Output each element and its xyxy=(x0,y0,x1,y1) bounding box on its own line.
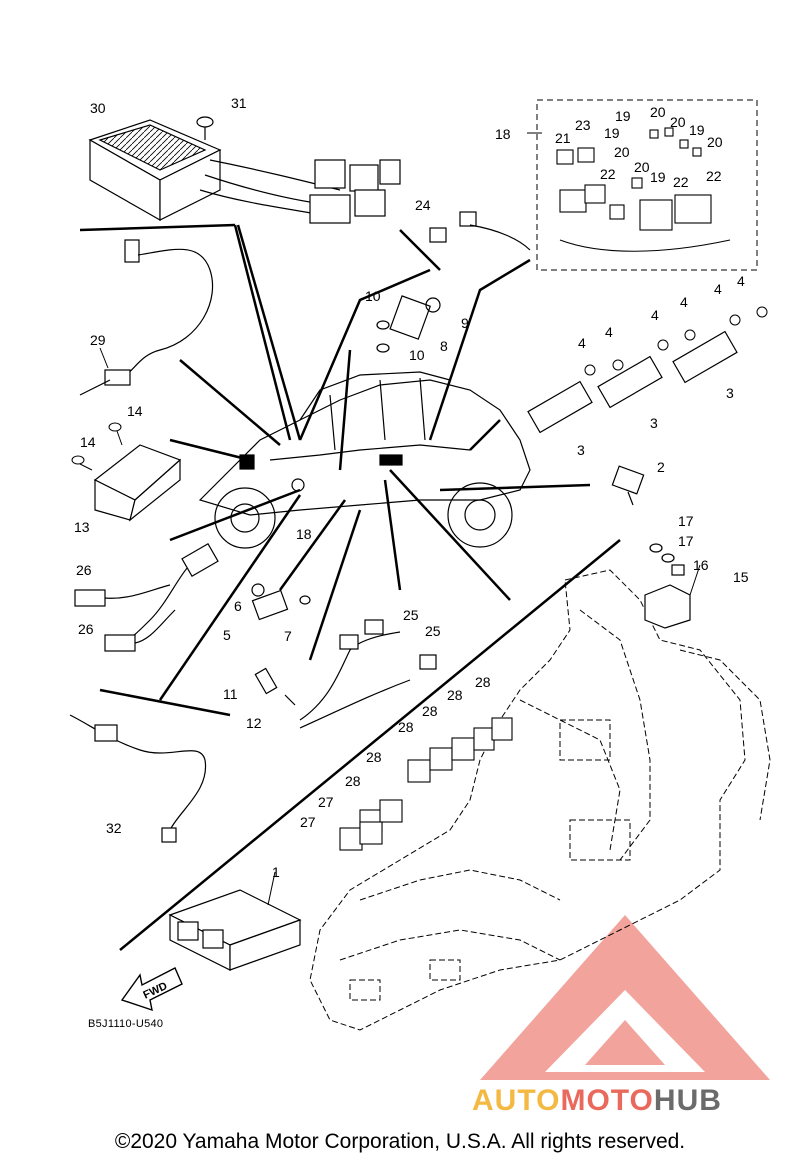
callout-20: 20 xyxy=(707,134,723,150)
callout-18: 18 xyxy=(296,526,312,542)
callout-2: 2 xyxy=(657,459,665,475)
callout-30: 30 xyxy=(90,100,106,116)
part-15-relay xyxy=(644,543,691,629)
callout-leaders xyxy=(99,132,701,906)
part-28-relays xyxy=(359,717,513,833)
callout-14: 14 xyxy=(80,434,96,450)
callout-5: 5 xyxy=(223,627,231,643)
part-25-harness xyxy=(299,619,437,729)
callout-3: 3 xyxy=(650,415,658,431)
inset-box xyxy=(536,99,758,271)
part-30-ecu xyxy=(88,119,401,224)
part-27-relays xyxy=(339,821,383,851)
callout-19: 19 xyxy=(615,108,631,124)
callout-22: 22 xyxy=(600,166,616,182)
part-26-harness xyxy=(74,543,219,652)
part-32-cable xyxy=(69,714,207,843)
callout-17: 17 xyxy=(678,513,694,529)
watermark-part2: MOTO xyxy=(560,1084,654,1117)
part-3-injectors xyxy=(527,330,738,434)
part-29-sensor xyxy=(79,239,214,396)
callout-4: 4 xyxy=(714,281,722,297)
callout-12: 12 xyxy=(246,715,262,731)
callout-21: 21 xyxy=(555,130,571,146)
callout-4: 4 xyxy=(578,335,586,351)
leader-lines xyxy=(79,223,621,951)
callout-28: 28 xyxy=(475,674,491,690)
watermark-brand: AUTOMOTOHUB xyxy=(472,1084,722,1118)
part-11-switch xyxy=(254,667,296,706)
part-4-screws xyxy=(584,306,768,376)
watermark-logo xyxy=(480,915,770,1080)
callout-14: 14 xyxy=(127,403,143,419)
callout-19: 19 xyxy=(604,125,620,141)
diagram-code: B5J1110-U540 xyxy=(88,1018,163,1030)
callout-10: 10 xyxy=(365,288,381,304)
callout-17: 17 xyxy=(678,533,694,549)
callout-20: 20 xyxy=(670,114,686,130)
part-18-relay-assembly xyxy=(556,127,731,252)
callout-24: 24 xyxy=(415,197,431,213)
part-24-connector xyxy=(429,211,531,251)
callout-28: 28 xyxy=(422,703,438,719)
callout-19: 19 xyxy=(689,122,705,138)
watermark-part1: AUTO xyxy=(472,1084,561,1117)
callout-10: 10 xyxy=(409,347,425,363)
fwd-arrow-icon xyxy=(120,967,183,1012)
callout-26: 26 xyxy=(78,621,94,637)
part-14-bolts xyxy=(71,422,123,471)
callout-15: 15 xyxy=(733,569,749,585)
callout-7: 7 xyxy=(284,628,292,644)
part-31-bolt xyxy=(196,116,214,140)
part-1-control-unit xyxy=(168,889,302,971)
callout-3: 3 xyxy=(726,385,734,401)
callout-28: 28 xyxy=(366,749,382,765)
callout-25: 25 xyxy=(425,623,441,639)
callout-28: 28 xyxy=(398,719,414,735)
callout-27: 27 xyxy=(300,814,316,830)
chassis-frame xyxy=(309,569,771,1031)
callout-28: 28 xyxy=(447,687,463,703)
callout-25: 25 xyxy=(403,607,419,623)
callout-13: 13 xyxy=(74,519,90,535)
part-2-sensor xyxy=(611,465,645,506)
callout-8: 8 xyxy=(440,338,448,354)
callout-4: 4 xyxy=(680,294,688,310)
copyright-notice: ©2020 Yamaha Motor Corporation, U.S.A. A… xyxy=(114,1130,686,1153)
callout-26: 26 xyxy=(76,562,92,578)
callout-labels: 1 2 3 3 3 4 4 4 4 4 4 5 6 7 8 9 10 10 11… xyxy=(74,95,749,880)
callout-28: 28 xyxy=(345,773,361,789)
callout-23: 23 xyxy=(575,117,591,133)
callout-22: 22 xyxy=(706,168,722,184)
callout-19: 19 xyxy=(650,169,666,185)
part-8-bracket xyxy=(376,295,441,353)
callout-22: 22 xyxy=(673,174,689,190)
callout-4: 4 xyxy=(605,324,613,340)
callout-3: 3 xyxy=(577,442,585,458)
callout-16: 16 xyxy=(693,557,709,573)
part-5-sensor xyxy=(251,583,311,621)
part-13-module xyxy=(93,444,182,522)
callout-9: 9 xyxy=(461,315,469,331)
callout-20: 20 xyxy=(634,159,650,175)
callout-11: 11 xyxy=(223,686,238,702)
callout-20: 20 xyxy=(650,104,666,120)
callout-27: 27 xyxy=(318,794,334,810)
callout-18: 18 xyxy=(495,126,511,142)
callout-1: 1 xyxy=(272,864,280,880)
callout-4: 4 xyxy=(737,273,745,289)
callout-6: 6 xyxy=(234,598,242,614)
callout-32: 32 xyxy=(106,820,122,836)
callout-20: 20 xyxy=(614,144,630,160)
callout-29: 29 xyxy=(90,332,106,348)
callout-31: 31 xyxy=(231,95,247,111)
watermark-part3: HUB xyxy=(653,1084,722,1117)
callout-4: 4 xyxy=(651,307,659,323)
